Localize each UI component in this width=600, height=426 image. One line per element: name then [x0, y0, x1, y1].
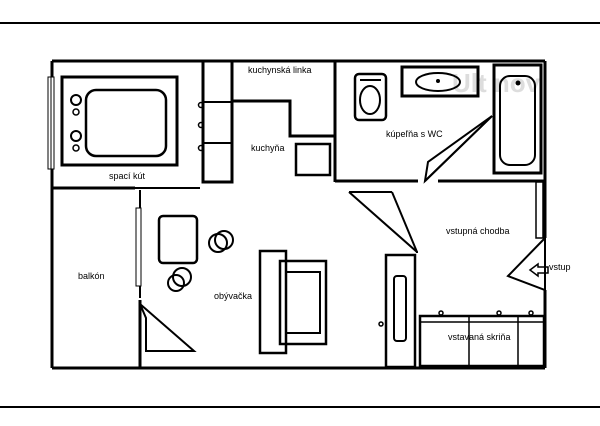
- shelf-unit: [384, 253, 417, 369]
- pillow-1: [70, 94, 82, 106]
- kitchen-appliance: [294, 142, 332, 177]
- entrance-door-swing: [506, 235, 546, 292]
- room-label-entrance-hall: vstupná chodba: [446, 226, 510, 236]
- balcony-door-swing: [139, 303, 197, 352]
- sink: [400, 65, 480, 98]
- room-label-sleeping-area: spací kút: [109, 171, 146, 181]
- bed-frame: [60, 75, 179, 167]
- room-label-wardrobe: vstavaná skriňa: [448, 332, 511, 342]
- watermark: Ult nov: [452, 68, 541, 98]
- bathtub: [492, 63, 543, 175]
- chairs-icon: [167, 230, 234, 292]
- room-label-living-room: obývačka: [214, 291, 252, 301]
- kitchen-cabinet-column: [201, 59, 234, 184]
- bed-mattress: [84, 88, 168, 158]
- wall-entrance-hall: [348, 191, 418, 253]
- room-label-balcony: balkón: [78, 271, 105, 281]
- sofa: [258, 249, 288, 355]
- pillow-2: [70, 130, 82, 142]
- toilet: [353, 72, 388, 122]
- wardrobe: [418, 314, 546, 368]
- room-label-kitchen-counter: kuchynská linka: [248, 65, 312, 75]
- entrance-door: [535, 181, 544, 239]
- room-label-bathroom: kúpeľňa s WC: [386, 129, 443, 139]
- entrance-arrow-icon: [528, 262, 549, 278]
- armchair: [157, 214, 199, 265]
- room-label-kitchen: kuchyňa: [251, 143, 285, 153]
- kitchen-counter: [232, 99, 335, 138]
- entrance-label: vstup: [549, 262, 571, 272]
- balcony-door: [135, 207, 142, 287]
